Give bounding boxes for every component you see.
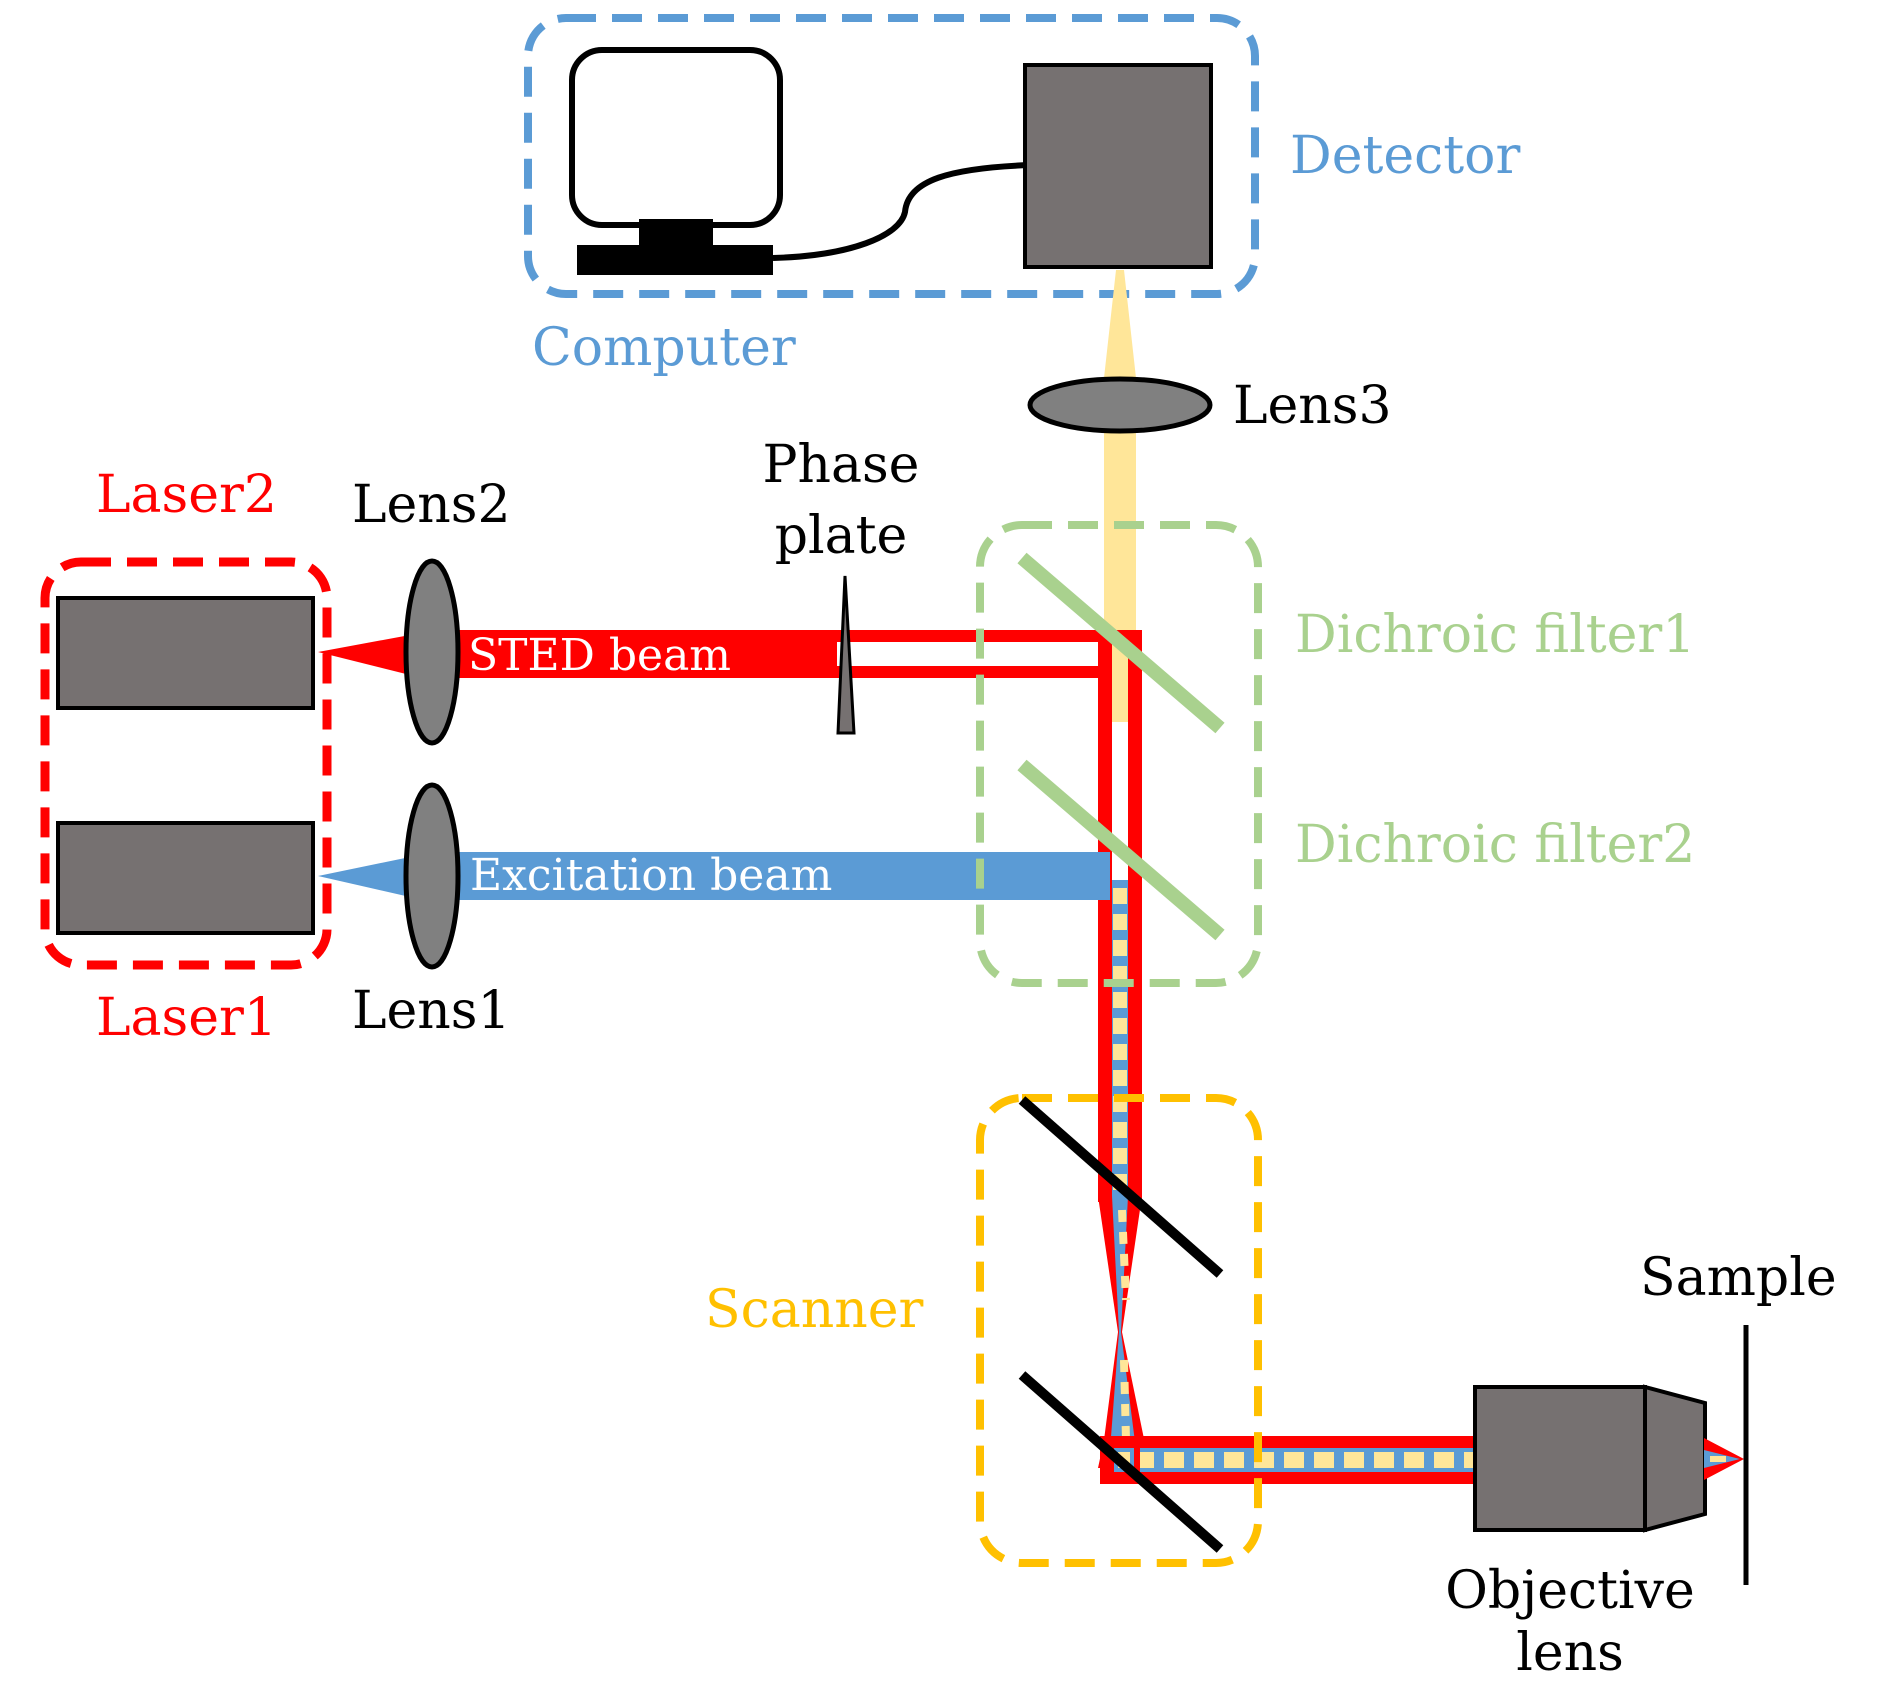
computer-base (577, 245, 773, 275)
dichroic-group-box (976, 521, 1262, 987)
phase-plate-label-line2: plate (775, 506, 908, 566)
objective-beam-blue (1128, 1448, 1488, 1472)
sample-label: Sample (1640, 1248, 1837, 1308)
computer-label: Computer (532, 318, 796, 378)
computer-monitor (569, 47, 783, 228)
scanner-focus-blue-upper (1112, 1196, 1128, 1332)
phase-plate-label-line1: Phase (763, 435, 920, 495)
combined-beam-vertical (1112, 880, 1128, 1202)
scanner-mirror-lower (1018, 1371, 1224, 1553)
excitation-beam-taper (318, 857, 410, 897)
scanner-group-box (976, 1094, 1262, 1567)
sted-beam-right-down-outer-right (1128, 642, 1142, 1202)
objective-lens-body (1473, 1385, 1647, 1532)
lens1-label: Lens1 (352, 981, 511, 1041)
sted-beam-label: STED beam (468, 630, 731, 681)
objective-lens-tip (1643, 1384, 1707, 1533)
computer-detector-group-box (524, 14, 1259, 298)
dichroic-filter2-mirror (1017, 759, 1225, 941)
lens2 (403, 558, 461, 746)
dichroic-filter1-mirror (1017, 552, 1225, 734)
laser2-device (56, 596, 315, 710)
sted-beam-taper (318, 635, 410, 675)
objective-lens-label-line1: Objective (1445, 1561, 1695, 1621)
lasers-group-box (40, 557, 332, 970)
lens3 (1027, 376, 1213, 434)
sted-beam-top-line (830, 630, 1100, 642)
detector-device (1023, 63, 1213, 269)
objective-lens-label-line2: lens (1516, 1623, 1624, 1678)
sted-beam-horizontal-left (405, 630, 837, 678)
scanner-mirror-upper (1018, 1096, 1224, 1278)
lens2-label: Lens2 (352, 475, 511, 535)
dichroic-filter2-label: Dichroic filter2 (1295, 815, 1695, 875)
detector-label: Detector (1290, 126, 1520, 186)
excitation-beam-horizontal (405, 852, 1110, 900)
dichroic-filter1-label: Dichroic filter1 (1295, 605, 1695, 665)
scanner-label: Scanner (705, 1280, 924, 1340)
scanner-focus-yellow-dashes-lower (1120, 1359, 1130, 1441)
phase-plate (836, 575, 856, 735)
scanner-focus-yellow-dashes-upper (1118, 1209, 1130, 1301)
excitation-beam-label: Excitation beam (470, 850, 832, 901)
detector-cable (772, 162, 1031, 261)
computer-stand (639, 219, 713, 249)
sted-beam-right-down-outer-left (1098, 642, 1112, 1202)
laser1-label: Laser1 (96, 988, 277, 1048)
fluorescence-taper-to-detector (1104, 270, 1136, 378)
lens1 (403, 782, 461, 970)
laser1-device (56, 821, 315, 935)
laser2-label: Laser2 (96, 465, 277, 525)
lens3-label: Lens3 (1233, 376, 1392, 436)
sted-beam-bottom-line (830, 666, 1100, 678)
